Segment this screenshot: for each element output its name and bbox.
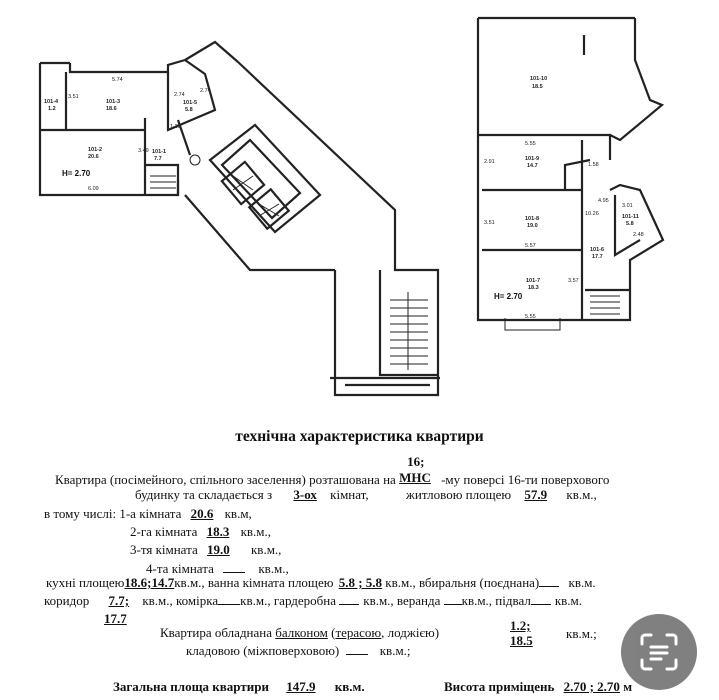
line-room-4: 4-та кімната кв.м., [146,561,289,576]
scan-text-button[interactable] [621,614,697,690]
room-101-8-code: 101-8 [525,216,539,222]
room-height: 2.70 ; 2.70 [563,679,620,694]
balcony-area: 1.2; [510,618,531,633]
total-area: 147.9 [286,679,316,694]
room-101-10-area: 18.5 [532,84,543,90]
room-101-6-area: 17.7 [592,254,603,260]
left-ceiling-height: Н= 2.70 [62,169,91,178]
dim: 1.58 [588,162,599,168]
room-101-9-code: 101-9 [525,156,539,162]
dim: 6.09 [88,186,99,192]
dim: 4.95 [598,198,609,204]
line-storage: кладовою (міжповерховою) кв.м.; [186,643,411,658]
room-101-5-area: 5.8 [185,107,193,113]
line-floor: Квартира (посімейного, спільного заселен… [55,454,610,487]
rooms-count: 3-ох [293,487,317,502]
room-101-1-area: 7.7 [154,156,162,162]
line-total: Загальна площа квартири 147.9 кв.м. [113,679,365,694]
line-kitchen: кухні площею18.6;14.7кв.м., ванна кімнат… [46,575,596,590]
dim: 3.51 [484,220,495,226]
dim: 2.74 [174,92,185,98]
room-101-8-area: 19.0 [527,223,538,229]
room-101-5-code: 101-5 [183,100,197,106]
dim: 2.91 [484,159,495,165]
room-101-3-code: 101-3 [106,99,120,105]
room-2-area: 18.3 [206,524,230,539]
floor-value: 16; [407,454,425,469]
room-101-6-code: 101-6 [590,247,604,253]
dim: 2.48 [633,232,644,238]
room-101-7-area: 18.3 [528,285,539,291]
dim: 3.57 [568,278,579,284]
room-101-10-code: 101-10 [530,76,547,82]
room-101-2-area: 20.6 [88,154,99,160]
page-title: технічна характеристика квартири [235,428,484,445]
right-plan-walls [476,16,665,322]
floor-plans: 101-4 1.2 101-3 18.6 101-5 5.8 101-2 20.… [38,16,665,397]
room-101-7-code: 101-7 [526,278,540,284]
corridor-area-2: 17.7 [104,611,127,626]
terrace-area: 18.5 [510,633,533,648]
dim: 5.55 [525,314,536,320]
room-101-3-area: 18.6 [106,106,117,112]
room-3-area: 19.0 [206,542,230,557]
room-4-area-blank [223,571,246,573]
dim: 5.74 [112,77,123,83]
room-101-11-area: 5.8 [626,221,634,227]
dim: 5.55 [525,141,536,147]
room-101-4-code: 101-4 [44,99,59,105]
scan-text-icon [640,633,678,671]
kitchen-area: 18.6;14.7 [124,575,175,590]
dim: 5.57 [525,243,536,249]
bath-area: 5.8 ; 5.8 [338,575,383,590]
room-101-1-code: 101-1 [152,149,166,155]
line-height: Висота приміщень 2.70 ; 2.70 м [444,679,633,694]
room-101-2-code: 101-2 [88,147,102,153]
line-balcony: Квартира обладнана балконом (терасою, ло… [160,625,440,640]
line-room-2: 2-га кімната 18.3 кв.м., [130,524,272,539]
corridor-area: 7.7; [108,593,130,608]
room-101-9-area: 14.7 [527,163,538,169]
dim: 1.26 [170,124,181,130]
dim: 3.01 [622,203,633,209]
terrace-word: терасою [335,625,382,640]
dim: 3.51 [68,94,79,100]
right-ceiling-height: Н= 2.70 [494,292,523,301]
room-101-4-area: 1.2 [48,106,56,112]
line-room-3: 3-тя кімната 19.0 кв.м., [130,542,282,557]
floor-value-2: МНС [399,470,431,485]
balcony-word: балконом [275,625,328,640]
dim: 2.74 [200,88,211,94]
dim: 10.26 [585,211,599,217]
line-rooms: будинку та складається з 3-ох кімнат, жи… [135,487,597,502]
dim: 3.49 [138,148,149,154]
living-area: 57.9 [524,487,548,502]
line-room-1: в тому числі: 1-а кімната 20.6 кв.м, [44,506,252,521]
left-plan-walls [38,40,440,397]
room-1-area: 20.6 [190,506,214,521]
room-101-11-code: 101-11 [622,214,639,220]
